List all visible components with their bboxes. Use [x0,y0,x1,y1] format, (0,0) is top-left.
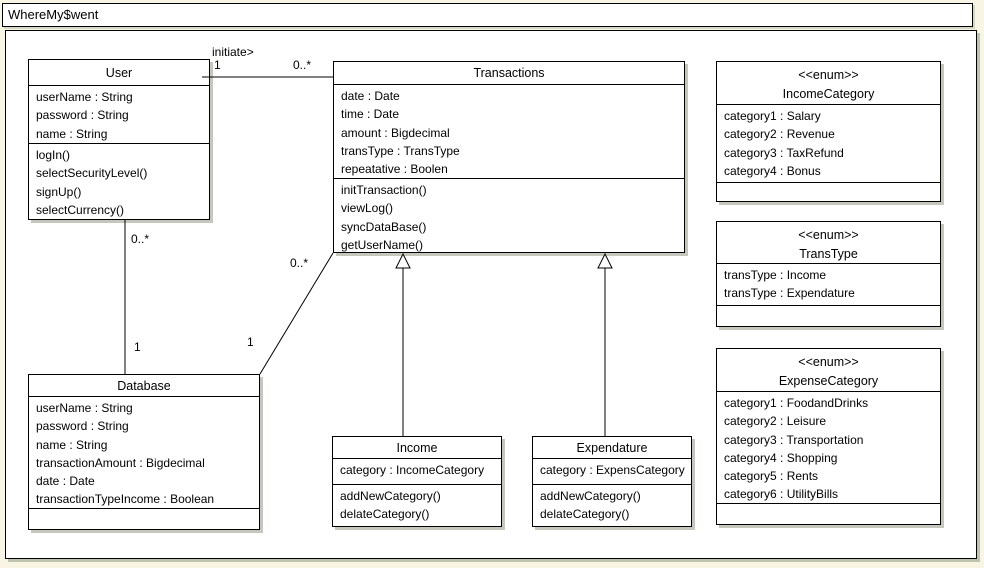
enum-trans-type-header: <<enum>> TransType [717,222,940,264]
class-transactions[interactable]: Transactions date : Date time : Date amo… [333,61,685,253]
enum-expense-category-methods [717,504,940,524]
method: signUp() [36,184,82,199]
method: syncDataBase() [341,219,427,234]
enum-trans-type-methods [717,306,940,326]
attribute: amount : Bigdecimal [341,125,450,140]
attribute: userName : String [36,401,133,415]
enum-expense-category-header: <<enum>> ExpenseCategory [717,349,940,392]
multiplicity-user-database-bottom: 1 [134,340,141,354]
method: delateCategory() [340,507,430,522]
enum-literal: category6 : UtilityBills [724,487,839,502]
enum-income-category-literals: category1 : Salary category2 : Revenue c… [717,105,940,183]
class-user-methods: logIn() selectSecurityLevel() signUp() s… [29,144,209,219]
class-income-methods: addNewCategory() delateCategory() [333,485,501,526]
method: selectSecurityLevel() [36,166,148,181]
method: addNewCategory() [540,489,641,503]
method: delateCategory() [540,507,630,522]
enum-income-category-header: <<enum>> IncomeCategory [717,62,940,105]
enum-income-category[interactable]: <<enum>> IncomeCategory category1 : Sala… [716,61,941,202]
multiplicity-transactions-database-top: 0..* [290,256,309,270]
class-database-methods [29,509,259,529]
attribute: password : String [36,108,129,123]
class-income[interactable]: Income category : IncomeCategory addNewC… [332,436,502,527]
enum-literal: category2 : Revenue [724,127,835,142]
class-expendature[interactable]: Expendature category : ExpensCategory ad… [532,436,692,527]
enum-literal: category1 : FoodandDrinks [724,396,869,410]
enum-trans-type-name: TransType [799,247,858,261]
class-expendature-attributes: category : ExpensCategory [533,459,691,485]
attribute: name : String [36,126,108,141]
method: logIn() [36,148,71,162]
class-expendature-methods: addNewCategory() delateCategory() [533,485,691,526]
stereotype-label: <<enum>> [798,228,859,242]
attribute: time : Date [341,107,400,122]
method: addNewCategory() [340,489,441,503]
enum-expense-category-name: ExpenseCategory [778,374,879,388]
enum-literal: category3 : TaxRefund [724,145,844,160]
class-income-attributes: category : IncomeCategory [333,459,501,485]
class-user[interactable]: User userName : String password : String… [28,59,210,220]
enum-literal: category1 : Salary [724,109,821,123]
class-database-name: Database [29,375,259,397]
method: viewLog() [341,201,394,216]
attribute: repeatative : Boolen [341,162,448,177]
attribute: transactionTypeIncome : Boolean [36,492,215,507]
diagram-frame-title: WhereMy$went [2,3,973,27]
association-name-initiate: initiate> [212,45,254,59]
multiplicity-user-side: 1 [214,58,221,72]
method: selectCurrency() [36,202,125,217]
stereotype-label: <<enum>> [798,68,859,82]
enum-trans-type[interactable]: <<enum>> TransType transType : Income tr… [716,221,941,327]
attribute: transactionAmount : Bigdecimal [36,455,205,470]
enum-trans-type-literals: transType : Income transType : Expendatu… [717,264,940,306]
stereotype-label: <<enum>> [798,355,859,369]
generalization-income-arrowhead-icon [395,252,411,269]
multiplicity-transactions-database-bottom: 1 [247,335,254,349]
attribute: userName : String [36,90,133,104]
enum-literal: category4 : Shopping [724,450,838,465]
attribute: date : Date [341,89,400,103]
enum-expense-category[interactable]: <<enum>> ExpenseCategory category1 : Foo… [716,348,941,525]
enum-literal: category5 : Rents [724,469,819,484]
association-transactions-database-line[interactable] [259,252,334,375]
enum-literal: category2 : Leisure [724,414,827,429]
class-transactions-attributes: date : Date time : Date amount : Bigdeci… [334,85,684,179]
class-database[interactable]: Database userName : String password : St… [28,374,260,530]
attribute: date : Date [36,474,95,489]
attribute: name : String [36,437,108,452]
enum-expense-category-literals: category1 : FoodandDrinks category2 : Le… [717,392,940,504]
enum-literal: category3 : Transportation [724,432,864,447]
method: getUserName() [341,237,424,252]
enum-literal: transType : Income [724,268,827,282]
multiplicity-transactions-side: 0..* [293,58,312,72]
class-user-name: User [29,60,209,86]
enum-literal: transType : Expendature [724,286,855,301]
enum-literal: category4 : Bonus [724,163,821,178]
class-transactions-methods: initTransaction() viewLog() syncDataBase… [334,179,684,252]
enum-income-category-name: IncomeCategory [782,87,875,101]
attribute: transType : TransType [341,143,460,158]
class-user-attributes: userName : String password : String name… [29,86,209,144]
method: initTransaction() [341,183,427,197]
enum-income-category-methods [717,183,940,201]
attribute: category : IncomeCategory [340,463,485,477]
class-transactions-name: Transactions [334,62,684,85]
attribute: category : ExpensCategory [540,463,685,477]
generalization-expendature-arrowhead-icon [597,252,613,269]
class-expendature-name: Expendature [533,437,691,459]
multiplicity-user-database-top: 0..* [131,232,150,246]
class-income-name: Income [333,437,501,459]
class-database-attributes: userName : String password : String name… [29,397,259,509]
attribute: password : String [36,419,129,434]
